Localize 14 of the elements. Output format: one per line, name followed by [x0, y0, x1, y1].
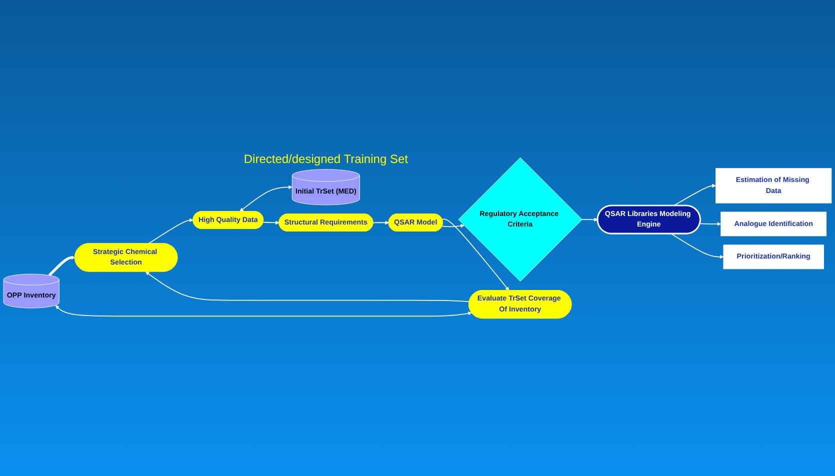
arrow — [372, 220, 389, 225]
arrow — [442, 218, 510, 291]
arrow — [442, 224, 464, 228]
arrow — [240, 185, 292, 212]
arrow — [148, 218, 194, 244]
arrow — [673, 184, 716, 206]
arrow — [55, 305, 472, 317]
arrow — [699, 222, 722, 226]
arrow — [582, 218, 598, 222]
arrow — [145, 272, 470, 302]
node-caption: Directed/designed Training Set — [244, 152, 408, 166]
arrow — [670, 233, 724, 259]
arrow — [48, 256, 76, 276]
arrow — [262, 220, 280, 225]
